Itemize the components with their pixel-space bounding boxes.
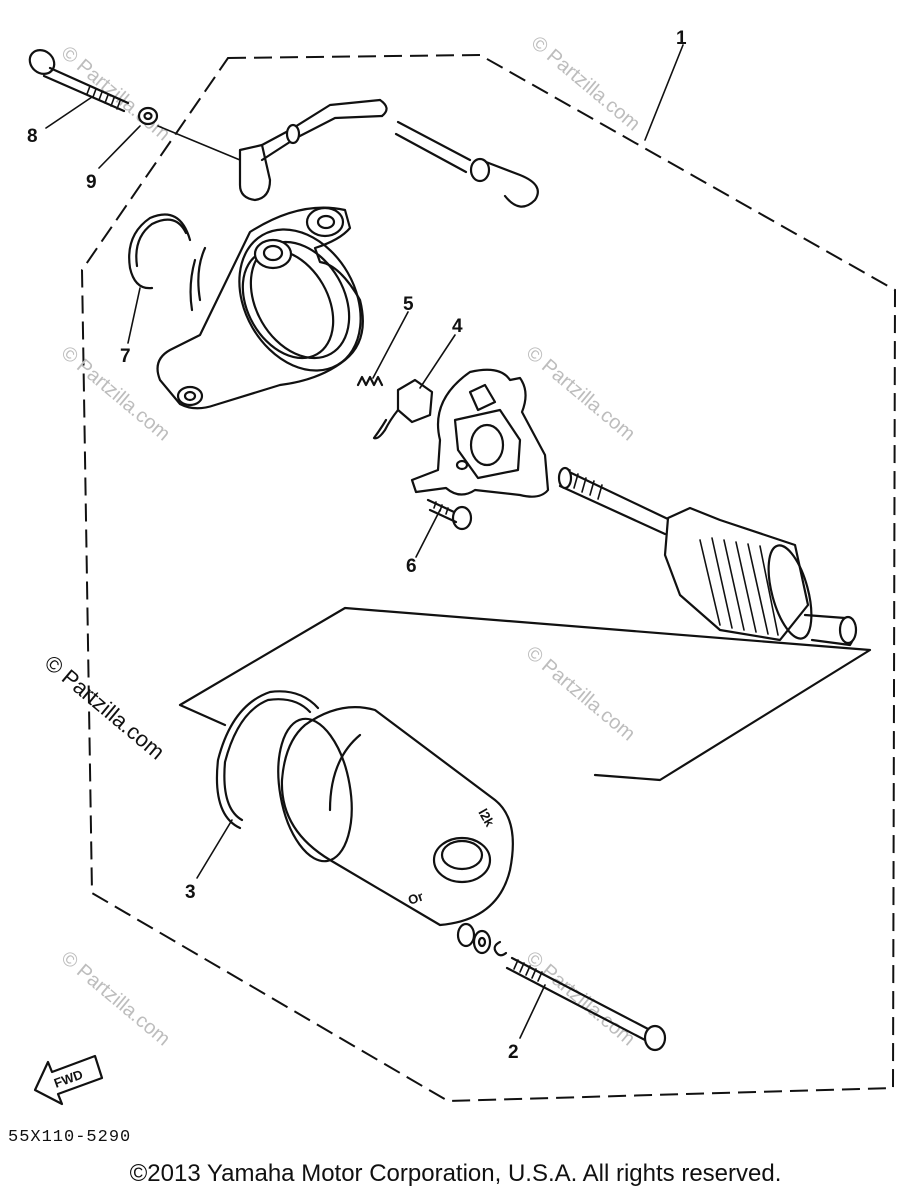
watermark-text: © Partzilla.com [522,642,639,745]
callout-labels: 1 2 3 4 5 6 7 8 9 [27,28,687,1063]
yoke-body: l2k Or [277,706,514,927]
callout-8: 8 [27,126,38,147]
lead-wire [238,98,539,208]
part-3-o-ring [215,690,320,830]
exploded-view-frame [178,606,872,782]
copyright-notice: ©2013 Yamaha Motor Corporation, U.S.A. A… [129,1160,782,1187]
armature [557,466,858,647]
part-4-brush [372,378,434,440]
part-6-screw [426,498,473,531]
svg-text:Or: Or [406,889,425,908]
callout-7: 7 [120,346,131,367]
watermark-text: © Partzilla.com [57,342,174,445]
fwd-arrow: FWD [33,1054,104,1106]
brush-holder-plate [410,368,550,498]
callout-9: 9 [86,172,97,193]
part-code: 55X110-5290 [8,1128,131,1147]
callout-2: 2 [508,1042,519,1063]
watermark-text: © Partzilla.com [522,342,639,445]
callout-4: 4 [452,316,463,337]
watermark-text: © Partzilla.com [527,32,644,135]
part-8-bolt [28,49,130,113]
callout-3: 3 [185,882,196,903]
leader-lines [45,44,684,1039]
assembly-boundary [80,53,897,1103]
yoke-washers [456,922,508,957]
part-9-washer [137,106,159,126]
callout-1: 1 [676,28,687,49]
callout-6: 6 [406,556,417,577]
watermark-text: © Partzilla.com [57,947,174,1050]
part-2-bolt [505,956,667,1052]
part-5-spring [356,375,384,387]
watermark-group: © Partzilla.com © Partzilla.com © Partzi… [57,32,644,1050]
watermark-text: © Partzilla.com [57,42,174,145]
callout-5: 5 [403,294,414,315]
part-7-o-ring [128,213,192,290]
front-cover-housing [156,206,364,410]
